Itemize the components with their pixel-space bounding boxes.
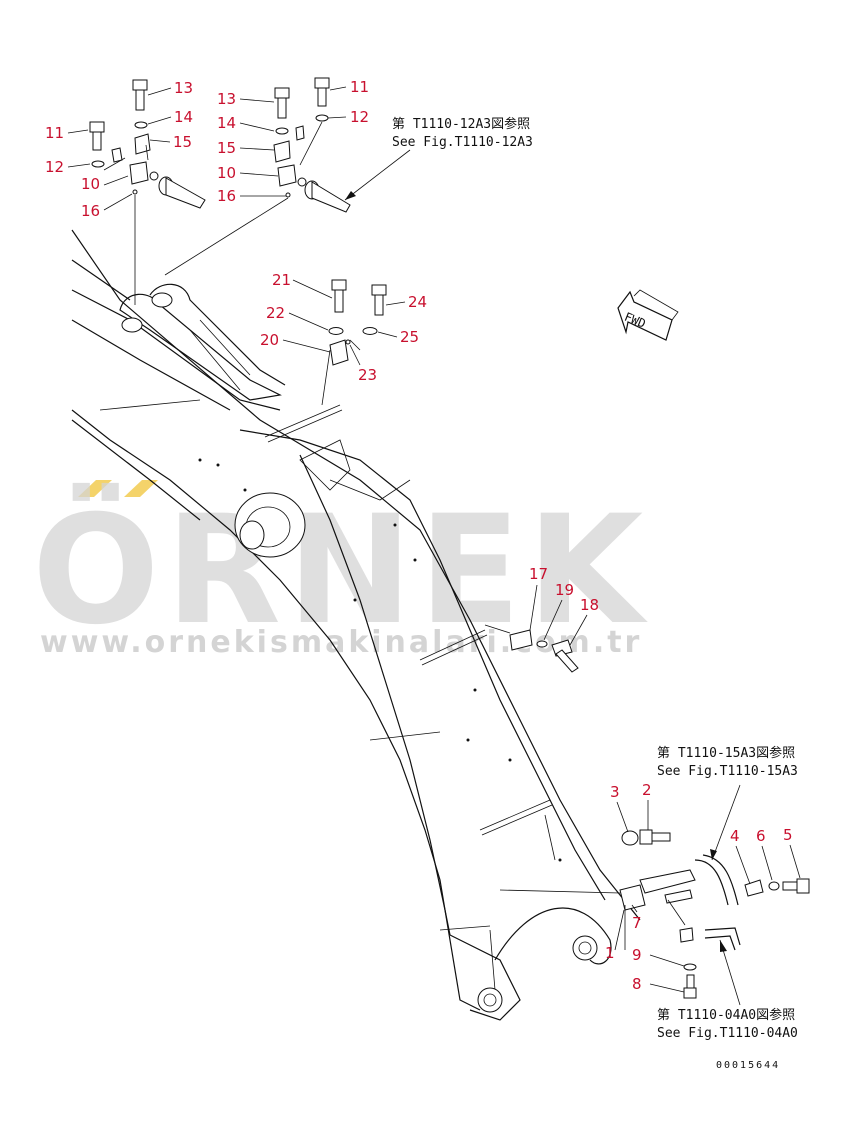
callout-21: 21 <box>272 271 291 289</box>
callout-12-center: 12 <box>350 108 369 126</box>
clamp-group-center <box>164 77 411 276</box>
clamp-group-right <box>499 784 810 1006</box>
watermark-brand: ÖRNEK <box>32 482 649 658</box>
callout-4: 4 <box>730 827 740 845</box>
callout-18: 18 <box>580 596 599 614</box>
callout-12-left: 12 <box>45 158 64 176</box>
callout-11-center: 11 <box>350 78 369 96</box>
watermark: ÖRNEK www.ornekismakinalari.com.tr <box>32 480 649 660</box>
clamp-group-middle <box>321 279 387 406</box>
ref-note-2-en: See Fig.T1110-15A3 <box>657 764 798 779</box>
callout-23: 23 <box>358 366 377 384</box>
watermark-url: www.ornekismakinalari.com.tr <box>40 625 642 660</box>
ref-note-1-en: See Fig.T1110-12A3 <box>392 135 533 150</box>
callout-2: 2 <box>642 781 652 799</box>
callouts: 13 14 15 11 12 10 16 13 14 15 10 16 11 1… <box>45 78 793 993</box>
callout-16-center: 16 <box>217 187 236 205</box>
callout-10-center: 10 <box>217 164 236 182</box>
fwd-label: FWD <box>622 310 647 331</box>
ref-note-2-jp: 第 T1110-15A3図参照 <box>657 745 795 761</box>
watermark-accent-left <box>78 480 112 497</box>
reference-notes: 第 T1110-12A3図参照 See Fig.T1110-12A3 第 T11… <box>392 116 798 1041</box>
watermark-accent-right <box>124 480 158 497</box>
callout-20: 20 <box>260 331 279 349</box>
fwd-direction-arrow: FWD <box>617 289 679 341</box>
callout-1: 1 <box>605 944 615 962</box>
callout-15-left: 15 <box>173 133 192 151</box>
callout-16-left: 16 <box>81 202 100 220</box>
callout-13-center: 13 <box>217 90 236 108</box>
callout-15-center: 15 <box>217 139 236 157</box>
ref-note-3-jp: 第 T1110-04A0図参照 <box>657 1007 795 1023</box>
boom-body <box>71 229 641 1021</box>
callout-19: 19 <box>555 581 574 599</box>
callout-9: 9 <box>632 946 642 964</box>
callout-leaders <box>67 86 801 993</box>
callout-6: 6 <box>756 827 766 845</box>
ref-note-1-jp: 第 T1110-12A3図参照 <box>392 116 530 132</box>
callout-24: 24 <box>408 293 427 311</box>
callout-7: 7 <box>632 914 642 932</box>
callout-22: 22 <box>266 304 285 322</box>
callout-10-left: 10 <box>81 175 100 193</box>
callout-14-center: 14 <box>217 114 236 132</box>
callout-25: 25 <box>400 328 419 346</box>
callout-13-left: 13 <box>174 79 193 97</box>
callout-11-left: 11 <box>45 124 64 142</box>
callout-14-left: 14 <box>174 108 193 126</box>
clamp-group-lower <box>484 624 579 673</box>
callout-3: 3 <box>610 783 620 801</box>
callout-17: 17 <box>529 565 548 583</box>
ref-note-3-en: See Fig.T1110-04A0 <box>657 1026 798 1041</box>
callout-8: 8 <box>632 975 642 993</box>
drawing-code: 00015644 <box>716 1060 780 1071</box>
clamp-group-left <box>89 79 206 305</box>
callout-5: 5 <box>783 826 793 844</box>
